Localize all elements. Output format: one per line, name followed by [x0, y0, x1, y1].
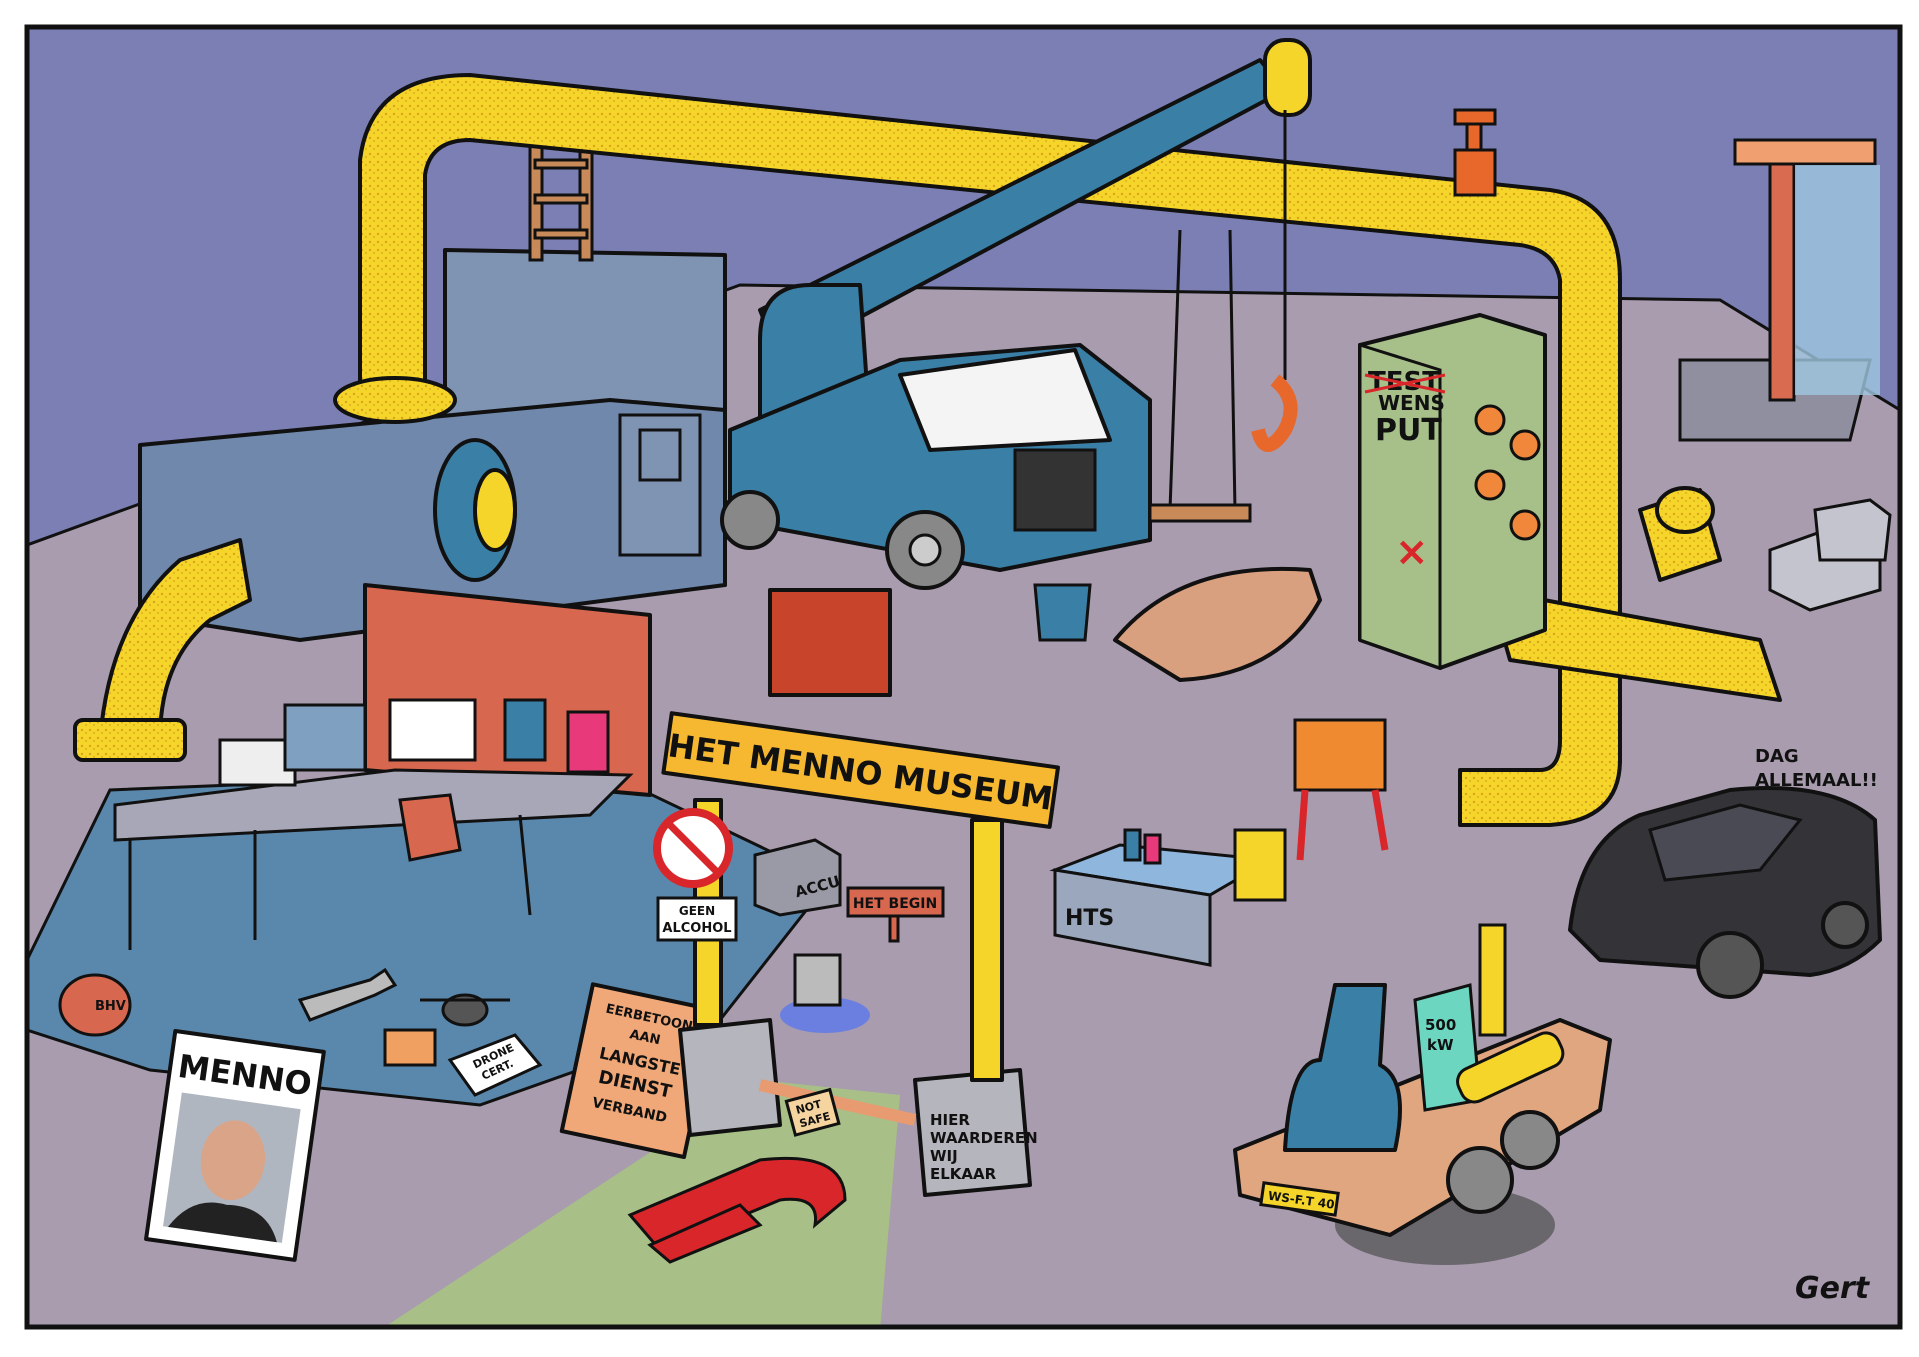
menno-name-card: MENNO — [144, 1029, 326, 1262]
generator-label-2: kW — [1427, 1036, 1454, 1054]
block-text-line1: HIER — [930, 1111, 970, 1129]
wrench — [297, 967, 398, 1022]
no-alcohol-sign: GEEN ALCOHOL — [653, 808, 738, 942]
rowing-boat — [1113, 566, 1322, 682]
bhv-helmet: BHV — [58, 973, 132, 1037]
cabinet-text-put: PUT — [1375, 413, 1442, 448]
farewell-speech: DAG ALLEMAAL!! — [1755, 746, 1878, 791]
car — [1568, 786, 1882, 999]
geen-text: GEEN — [679, 904, 715, 918]
trailer: 500 kW WS-F.T 40 — [1233, 923, 1612, 1265]
welcome-m-logo — [627, 1156, 847, 1264]
crane-hook — [1251, 110, 1298, 452]
battery: ACCU — [753, 838, 842, 917]
block-text-line2: WAARDEREN — [930, 1129, 1038, 1147]
portrait-face — [200, 1120, 266, 1201]
svg-text:×: × — [1395, 529, 1429, 575]
alcohol-text: ALCOHOL — [662, 921, 731, 936]
yellow-pipe — [73, 73, 1782, 827]
helmet-label: BHV — [95, 999, 126, 1014]
red-crate — [768, 588, 892, 697]
entrance-path — [384, 1080, 900, 1327]
monitor — [283, 703, 367, 772]
block-text-line4: ELKAAR — [930, 1165, 997, 1183]
generator-label-1: 500 — [1425, 1016, 1456, 1034]
tribute-line2: AAN — [628, 1027, 661, 1048]
hts-desk: HTS — [1049, 828, 1287, 967]
shower — [1678, 138, 1880, 442]
pipe-valve — [1453, 108, 1497, 197]
remote-control — [383, 1028, 437, 1067]
het-begin-sign: HET BEGIN — [846, 886, 945, 943]
concrete-blocks — [1768, 498, 1892, 612]
drone — [420, 993, 510, 1027]
hts-label: HTS — [1065, 906, 1114, 931]
barrier-bar — [758, 1079, 917, 1126]
wishing-well-cabinet: TEST WENS PUT × — [1358, 313, 1547, 671]
picture-frame — [24, 24, 1903, 1330]
paint-bucket — [780, 953, 870, 1033]
red-stool — [1293, 718, 1389, 861]
back-wall — [27, 27, 1900, 547]
cabinet-text-wens: WENS — [1378, 391, 1445, 415]
blue-bucket — [1033, 583, 1092, 642]
crane-truck — [720, 38, 1312, 590]
office-desk — [113, 698, 634, 950]
ladder — [528, 138, 594, 262]
drone-certificate: DRONE CERT. — [447, 1033, 543, 1097]
swing — [1148, 229, 1252, 523]
het-begin-text: HET BEGIN — [853, 896, 937, 912]
monitor — [388, 698, 477, 762]
not-safe-tag: NOT SAFE — [784, 1087, 841, 1137]
speech-line1: DAG — [1755, 746, 1799, 767]
machine-housing — [138, 248, 727, 642]
speech-line2: ALLEMAAL!! — [1755, 770, 1878, 791]
block-text-line3: WIJ — [930, 1147, 958, 1165]
office-chair — [398, 793, 462, 862]
artist-signature: Gert — [1795, 1271, 1871, 1306]
right-post: HIER WAARDEREN WIJ ELKAAR — [913, 818, 1038, 1197]
machine-door — [618, 413, 702, 557]
